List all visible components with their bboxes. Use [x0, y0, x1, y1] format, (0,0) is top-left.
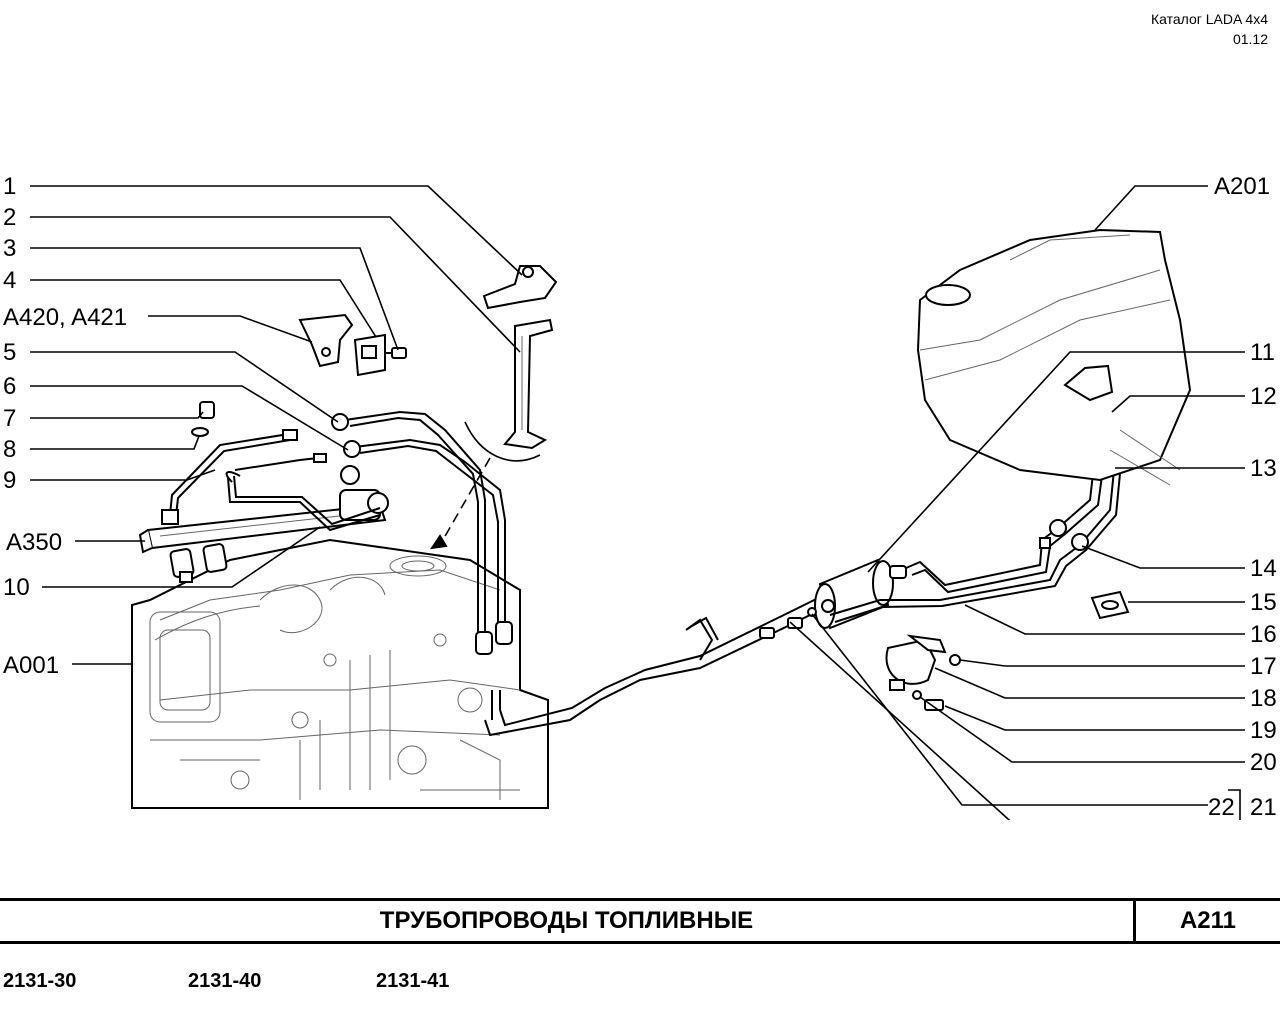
callout-a001: A001 — [3, 652, 59, 679]
bracket-2 — [503, 318, 554, 450]
model-code: 2131-40 — [188, 970, 262, 992]
callout-21: 21 — [1250, 794, 1277, 820]
fuel-lines-diagram: 1 2 3 4 A420, A421 5 6 7 8 9 A350 10 A00… — [3, 173, 1277, 820]
callout-5: 5 — [3, 339, 16, 366]
bolt-19 — [924, 699, 944, 711]
callout-a350: A350 — [6, 529, 62, 556]
pad-15 — [1090, 590, 1130, 620]
callout-15: 15 — [1250, 589, 1277, 616]
clip-4 — [353, 333, 386, 377]
callout-12: 12 — [1250, 383, 1277, 410]
callout-10: 10 — [3, 574, 30, 601]
catalog-date: 01.12 — [1232, 31, 1268, 47]
engine-block — [131, 538, 549, 809]
callout-4: 4 — [3, 267, 16, 294]
fuel-filter — [814, 558, 907, 630]
callout-9: 9 — [3, 467, 16, 494]
callout-20: 20 — [1250, 749, 1277, 776]
callout-1: 1 — [3, 173, 16, 200]
callout-14: 14 — [1250, 555, 1277, 582]
callout-11: 11 — [1250, 339, 1275, 366]
title-bar: ТРУБОПРОВОДЫ ТОПЛИВНЫЕ A211 — [0, 898, 1280, 944]
callout-a201: A201 — [1214, 173, 1270, 200]
callout-2: 2 — [3, 204, 16, 231]
plug-7 — [199, 401, 215, 419]
callout-8: 8 — [3, 436, 16, 463]
washer-8 — [191, 427, 209, 437]
bolt-3 — [386, 347, 407, 359]
callout-13: 13 — [1250, 455, 1277, 482]
callout-19: 19 — [1250, 717, 1277, 744]
callout-22: 22 — [1208, 794, 1235, 820]
callout-a420: A420, A421 — [3, 304, 127, 331]
catalog-name: Каталог LADA 4x4 — [1150, 11, 1268, 27]
callout-17: 17 — [1250, 653, 1277, 680]
callout-16: 16 — [1250, 621, 1277, 648]
fuel-rail — [138, 465, 389, 583]
page-title: ТРУБОПРОВОДЫ ТОПЛИВНЫЕ — [379, 907, 754, 934]
fuel-tank — [916, 228, 1192, 486]
callout-7: 7 — [3, 405, 16, 432]
callout-18: 18 — [1250, 685, 1277, 712]
callout-6: 6 — [3, 373, 16, 400]
callout-3: 3 — [3, 235, 16, 262]
model-code: 2131-41 — [376, 970, 450, 992]
bracket-1 — [482, 265, 558, 310]
model-code: 2131-30 — [3, 970, 77, 992]
clamp-18 — [885, 634, 947, 691]
section-code: A211 — [1179, 907, 1237, 934]
title-divider — [1133, 901, 1136, 941]
bracket-a420 — [298, 313, 354, 368]
